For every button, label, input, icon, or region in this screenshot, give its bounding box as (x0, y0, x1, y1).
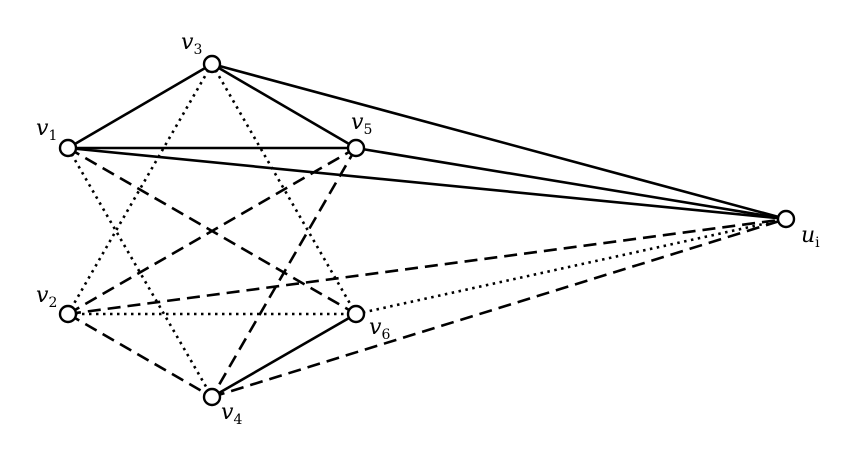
labels-layer: v1 v2 v3 v4 v5 v6 ui (36, 30, 820, 428)
node-v3 (202, 54, 222, 74)
edge-v6-v4 (211, 312, 357, 399)
node-ui (776, 209, 796, 229)
edge-v1-v4 (66, 147, 214, 398)
edge-v1-ui (67, 146, 787, 221)
edge-v3-ui (211, 62, 787, 221)
edge-v2-v4 (67, 312, 213, 399)
edge-v3-v5 (211, 62, 357, 150)
edge-v6-ui (355, 217, 787, 316)
node-v1 (58, 138, 78, 158)
label-v2: v2 (36, 283, 57, 311)
node-v4 (202, 387, 222, 407)
edge-v3-v2 (66, 63, 214, 315)
nodes-layer (58, 54, 796, 407)
edge-v5-ui (355, 146, 787, 221)
node-v6 (346, 304, 366, 324)
label-ui: ui (801, 223, 820, 251)
label-v3: v3 (181, 30, 202, 58)
node-v5 (346, 138, 366, 158)
edge-v5-v4 (210, 147, 358, 398)
node-v2 (58, 304, 78, 324)
edge-v3-v6 (210, 63, 358, 315)
edges-layer (66, 62, 787, 399)
label-v4: v4 (221, 400, 242, 428)
label-v5: v5 (351, 110, 372, 138)
edge-v1-v3 (67, 62, 213, 150)
edge-v2-v5 (67, 146, 357, 316)
label-v6: v6 (369, 315, 390, 343)
edge-v4-ui (211, 217, 787, 399)
edge-v2-ui (67, 217, 787, 316)
label-v1: v1 (36, 116, 57, 144)
